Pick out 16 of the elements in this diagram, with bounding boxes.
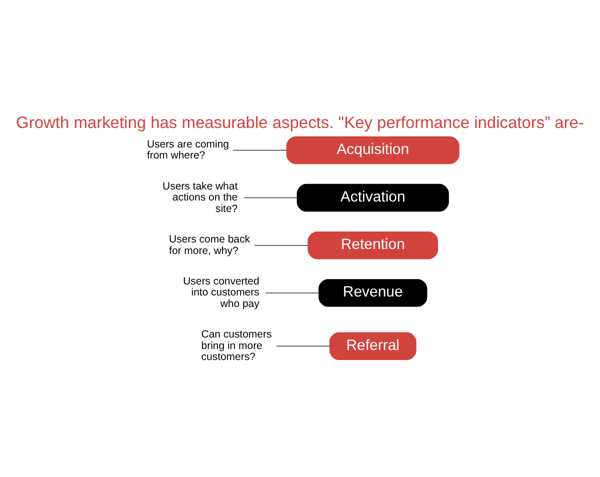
connector xyxy=(265,292,320,293)
node-box: Revenue xyxy=(318,278,428,306)
node-box: Activation xyxy=(296,183,449,212)
node-text: Users are coming from where? xyxy=(146,138,230,162)
connector xyxy=(243,196,298,198)
node-box: Referral xyxy=(329,332,416,360)
node-text: Users converted into customers who pay xyxy=(183,276,260,310)
node-box: Retention xyxy=(308,231,438,259)
node-text: Can customers bring in more customers? xyxy=(201,329,272,363)
node-box: Acquisition xyxy=(286,136,460,164)
connector xyxy=(232,149,287,150)
connector xyxy=(254,244,308,246)
diagram-title: Growth marketing has measurable aspects. "Key performance indicators” are- xyxy=(16,114,584,132)
connector xyxy=(276,345,330,346)
node-text: Users take what actions on the site? xyxy=(162,180,238,214)
node-text: Users come back for more, why? xyxy=(169,234,250,256)
